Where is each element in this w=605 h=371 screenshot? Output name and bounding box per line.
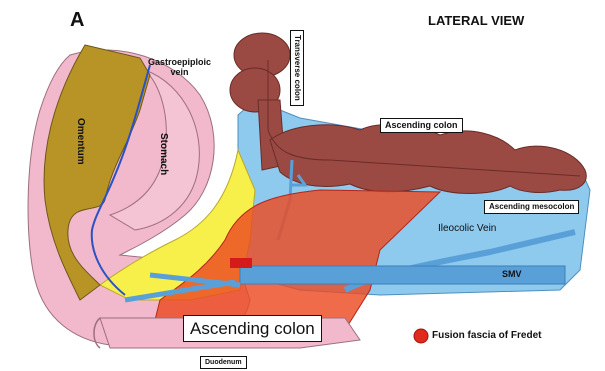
ascending-colon-top-label: Ascending colon: [380, 118, 463, 133]
legend-swatch: [414, 329, 428, 343]
fredet-marker: [230, 258, 252, 268]
view-title: LATERAL VIEW: [428, 14, 524, 27]
smv-label: SMV: [502, 270, 522, 279]
ileocolic-vein-label: Ileocolic Vein: [438, 224, 496, 234]
ascending-colon-top: [270, 125, 586, 194]
ascending-colon-main-label: Ascending colon: [183, 315, 322, 342]
ascending-mesocolon-label: Ascending mesocolon: [484, 200, 579, 214]
stomach-label: Stomach: [158, 133, 168, 175]
panel-letter: A: [70, 10, 84, 30]
legend-label: Fusion fascia of Fredet: [432, 331, 541, 341]
omentum-label: Omentum: [75, 118, 85, 165]
duodenum-label: Duodenum: [200, 356, 247, 369]
gastroepiploic-label: Gastroepiploic vein: [148, 58, 211, 78]
transverse-colon-label: Transverse colon: [290, 30, 304, 106]
